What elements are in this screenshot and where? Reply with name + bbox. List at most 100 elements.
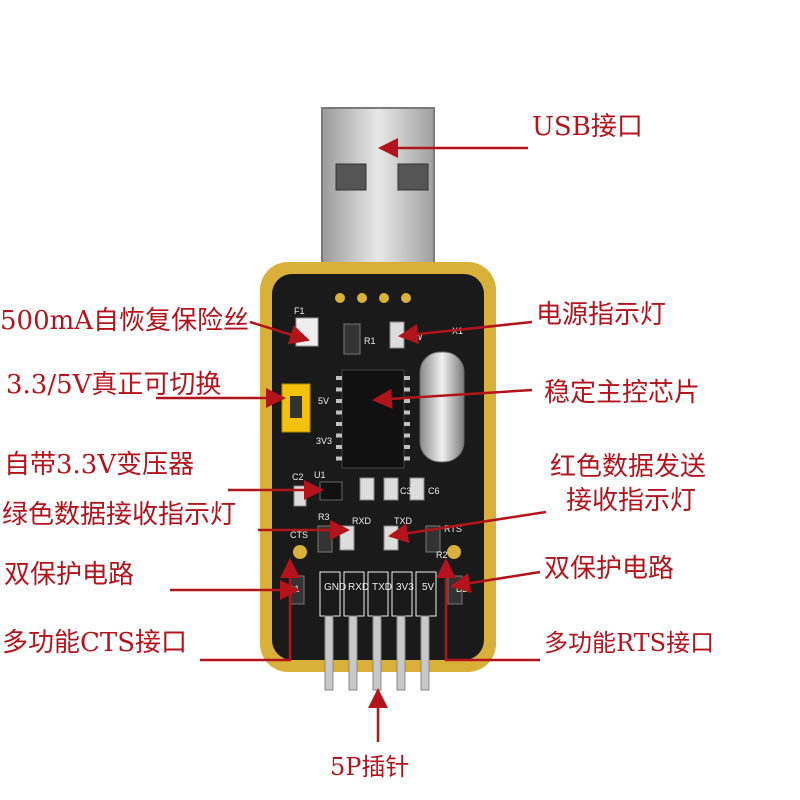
chip-pin — [336, 387, 342, 392]
via — [264, 496, 268, 500]
via — [488, 592, 492, 596]
arrow-tx-led — [388, 510, 547, 544]
silk-c3: C3 — [400, 486, 412, 496]
via — [264, 304, 268, 308]
label-switch: 3.3/5V真正可切换 — [6, 370, 222, 400]
via — [264, 480, 268, 484]
pin-label-rxd: RXD — [348, 582, 369, 593]
via — [264, 288, 268, 292]
arrow-fuse — [249, 320, 310, 345]
via — [264, 624, 268, 628]
via — [488, 560, 492, 564]
pin-label-gnd: GND — [324, 582, 346, 593]
silk-c2: C2 — [292, 472, 304, 482]
via — [264, 352, 268, 356]
chip-pin — [404, 410, 410, 415]
chip-pin — [404, 376, 410, 380]
via — [488, 352, 492, 356]
label-usb: USB接口 — [532, 112, 643, 142]
via — [264, 400, 268, 404]
via — [488, 624, 492, 628]
chip-pin — [336, 445, 342, 449]
via — [264, 384, 268, 388]
label-power-led: 电源指示灯 — [536, 300, 667, 330]
via — [488, 608, 492, 612]
label-chip: 稳定主控芯片 — [544, 378, 701, 408]
via — [264, 416, 268, 420]
label-regulator: 自带3.3V变压器 — [4, 450, 195, 480]
silk-u1: U1 — [314, 470, 326, 480]
via — [264, 576, 268, 580]
via — [488, 304, 492, 308]
via — [264, 608, 268, 612]
chip-pin — [404, 387, 410, 392]
via — [488, 528, 492, 532]
via — [488, 480, 492, 484]
silk-3v3: 3V3 — [316, 436, 332, 446]
via — [488, 384, 492, 388]
silk-c6: C6 — [428, 486, 440, 496]
pin-label-3v3: 3V3 — [396, 582, 414, 593]
via — [488, 288, 492, 292]
silk-cts: CTS — [290, 530, 308, 540]
pin-label-5v: 5V — [422, 582, 435, 593]
label-protect-left: 双保护电路 — [4, 560, 135, 590]
chip-pin — [336, 456, 342, 461]
via — [488, 640, 492, 644]
via — [488, 544, 492, 548]
silk-f1: F1 — [294, 306, 305, 316]
arrow-protect-right — [450, 570, 541, 594]
via — [264, 320, 268, 324]
via — [488, 496, 492, 500]
silk-rts: RTS — [444, 524, 462, 534]
silk-5v: 5V — [318, 396, 329, 406]
via — [264, 512, 268, 516]
label-pins: 5P插针 — [330, 753, 410, 781]
via — [264, 592, 268, 596]
chip-pin — [404, 433, 410, 438]
via — [264, 368, 268, 372]
label-rts: 多功能RTS接口 — [544, 629, 715, 657]
pcb-board — [260, 262, 496, 672]
label-tx-led-line1: 红色数据发送 — [550, 452, 707, 482]
chip-pin — [336, 422, 342, 426]
via — [264, 448, 268, 452]
silk-txd-led: TXD — [394, 516, 413, 526]
silk-r3: R3 — [318, 512, 330, 522]
via — [264, 560, 268, 564]
label-fuse: 500mA自恢复保险丝 — [0, 306, 250, 336]
silk-r2: R2 — [436, 550, 448, 560]
via — [488, 448, 492, 452]
via — [488, 464, 492, 468]
via — [488, 432, 492, 436]
arrow-chip — [372, 388, 533, 409]
via — [488, 416, 492, 420]
arrow-cts — [200, 558, 300, 662]
label-protect-right: 双保护电路 — [544, 554, 675, 584]
chip-pin — [404, 445, 410, 449]
via — [264, 640, 268, 644]
via — [264, 544, 268, 548]
label-rx-led: 绿色数据接收指示灯 — [2, 500, 237, 530]
label-cts: 多功能CTS接口 — [2, 628, 188, 658]
silk-rxd-led: RXD — [352, 516, 372, 526]
via — [488, 400, 492, 404]
via — [264, 432, 268, 436]
via — [264, 464, 268, 468]
via — [488, 336, 492, 340]
chip-pin — [404, 422, 410, 426]
chip-pin — [336, 433, 342, 438]
pin-label-txd: TXD — [372, 582, 392, 593]
label-tx-led-line2: 接收指示灯 — [566, 486, 697, 516]
header-pins — [324, 615, 430, 691]
via — [488, 368, 492, 372]
silk-r1: R1 — [364, 336, 376, 346]
chip-pin — [336, 376, 342, 380]
arrow-rts — [436, 558, 540, 662]
via — [264, 336, 268, 340]
arrow-power-led — [398, 320, 533, 345]
chip-pin — [336, 410, 342, 415]
via — [488, 512, 492, 516]
chip-pin — [404, 456, 410, 461]
